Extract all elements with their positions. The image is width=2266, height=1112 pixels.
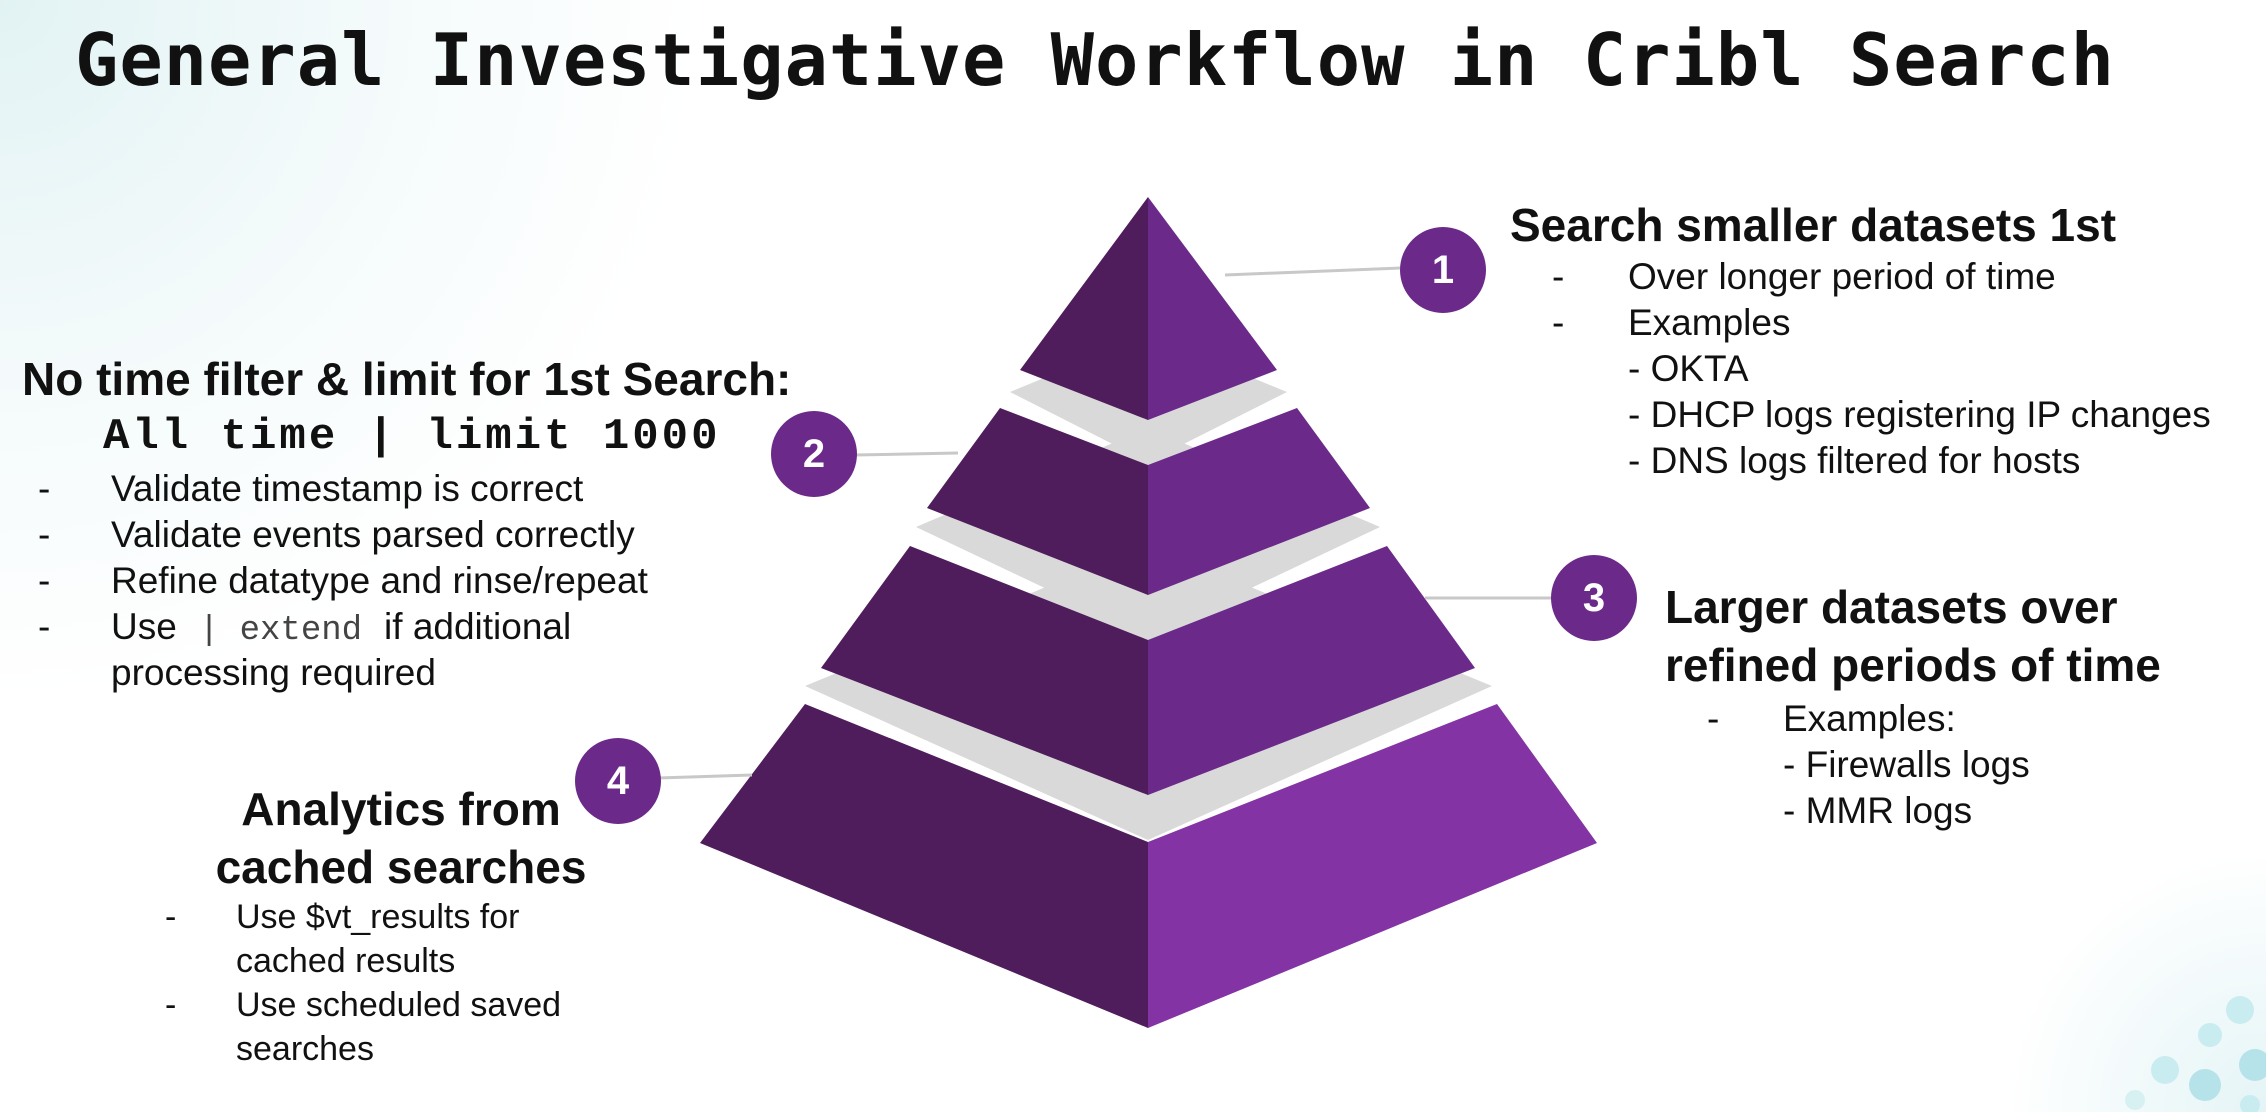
step-1-badge: 1 [1400,227,1486,313]
step-3-example: - Firewalls logs [1783,744,2030,785]
pyramid-tier-2-left [927,408,1148,595]
bullet-dash: - [38,514,51,555]
page-title: General Investigative Workflow in Cribl … [75,18,2115,102]
bullet-dash: - [38,468,51,509]
step-3-item-text: Examples: [1783,698,1956,739]
bullet-dash: - [1552,302,1565,343]
step-2-item: - Validate events parsed correctly [38,514,635,556]
step-4-item: - Use scheduled saved [165,986,561,1025]
step-2-query: All time | limit 1000 [103,412,721,462]
bullet-dash: - [165,986,177,1024]
step-2-item-text: if additional [384,606,572,647]
step-2-heading: No time filter & limit for 1st Search: [22,353,792,405]
step-1-heading: Search smaller datasets 1st [1510,199,2117,251]
step-4-item: - Use $vt_results for [165,898,519,937]
bullet-dash: - [38,560,51,601]
step-3-item: - Examples: [1707,698,1956,740]
bullet-dash: - [1707,698,1720,739]
bullet-dash: - [38,606,51,647]
step-2-inline-code: | extend [198,612,363,650]
step-2-item-continuation: processing required [111,652,436,693]
step-1-example: - DNS logs filtered for hosts [1628,440,2081,481]
step-4-badge: 4 [575,738,661,824]
step-2-item-text: Refine datatype and rinse/repeat [111,560,648,601]
bullet-dash: - [165,898,177,936]
pyramid-tier-4-left [700,704,1148,1028]
step-3-heading-line-1: Larger datasets over [1665,581,2118,633]
pyramid-tier-4-right [1148,704,1597,1028]
step-2-item: - Use | extend if additional [38,606,571,650]
step-4-item-text: Use scheduled saved [236,986,562,1024]
step-1-item-text: Over longer period of time [1628,256,2056,297]
step-1-item: - Examples [1552,302,1790,344]
step-4-item-continuation: searches [236,1030,374,1068]
step-2-item-text: Validate events parsed correctly [111,514,635,555]
pyramid-tier-2-right [1148,408,1370,595]
bullet-dash: - [1552,256,1565,297]
step-1-example: - OKTA [1628,348,1749,389]
step-1-item: - Over longer period of time [1552,256,2056,298]
step-1-item-text: Examples [1628,302,1791,343]
step-3-badge: 3 [1551,555,1637,641]
step-1-example: - DHCP logs registering IP changes [1628,394,2211,435]
step-3-heading-line-2: refined periods of time [1665,639,2161,691]
connector-line-1 [1224,266,1401,277]
pyramid-tier-3-left [821,546,1148,795]
step-2-item-text: Validate timestamp is correct [111,468,584,509]
pyramid-tier-1-right [1148,197,1277,420]
step-2-item: - Refine datatype and rinse/repeat [38,560,648,602]
step-2-badge: 2 [771,411,857,497]
pyramid-tier-1-left [1020,197,1148,420]
step-2-item: - Validate timestamp is correct [38,468,583,510]
step-4-heading-line-1: Analytics from [241,783,561,835]
connector-line-2 [854,451,959,457]
connector-line-4 [657,773,753,780]
pyramid-tier-3-right [1148,546,1475,795]
decorative-dots [2125,996,2266,1112]
step-2-item-text: Use [111,606,177,647]
step-4-item-text: Use $vt_results for [236,898,520,936]
step-4-item-continuation: cached results [236,942,456,980]
step-4-heading-line-2: cached searches [215,841,587,893]
step-3-example: - MMR logs [1783,790,1973,831]
